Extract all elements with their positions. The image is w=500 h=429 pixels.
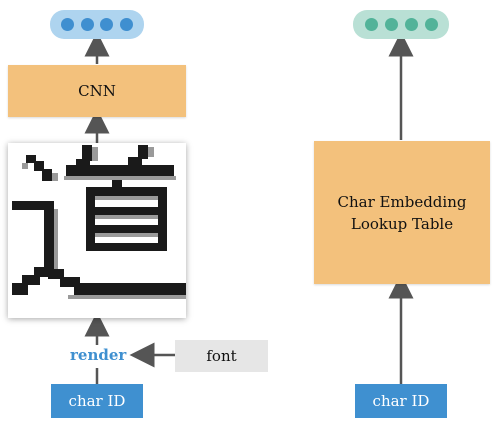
cnn-label: CNN (78, 82, 116, 100)
char-embedding-lookup-table-box: Char Embedding Lookup Table (314, 141, 490, 284)
vector-dot-left-2 (80, 18, 94, 31)
rendered-glyph-image (8, 143, 186, 318)
lookup-label-line2: Lookup Table (350, 214, 454, 233)
vector-dot-left-4 (119, 18, 133, 31)
output-embedding-vector-right (353, 10, 449, 39)
vector-dot-right-1 (364, 18, 378, 31)
vector-dot-right-2 (384, 18, 398, 31)
output-embedding-vector-left (50, 10, 144, 39)
char-id-box-left: char ID (51, 384, 143, 418)
vector-dot-right-4 (424, 18, 438, 31)
font-label: font (206, 347, 237, 365)
lookup-label-line1: Char Embedding (337, 192, 467, 211)
glyph-dao-pixelated (12, 145, 186, 299)
char-id-label-right: char ID (372, 392, 430, 410)
render-label: render (70, 346, 127, 364)
char-id-label-left: char ID (68, 392, 126, 410)
vector-dot-left-3 (100, 18, 114, 31)
vector-dot-right-3 (404, 18, 418, 31)
cnn-box: CNN (8, 65, 186, 117)
char-id-box-right: char ID (355, 384, 447, 418)
vector-dot-left-1 (61, 18, 75, 31)
font-input-box: font (175, 340, 268, 372)
